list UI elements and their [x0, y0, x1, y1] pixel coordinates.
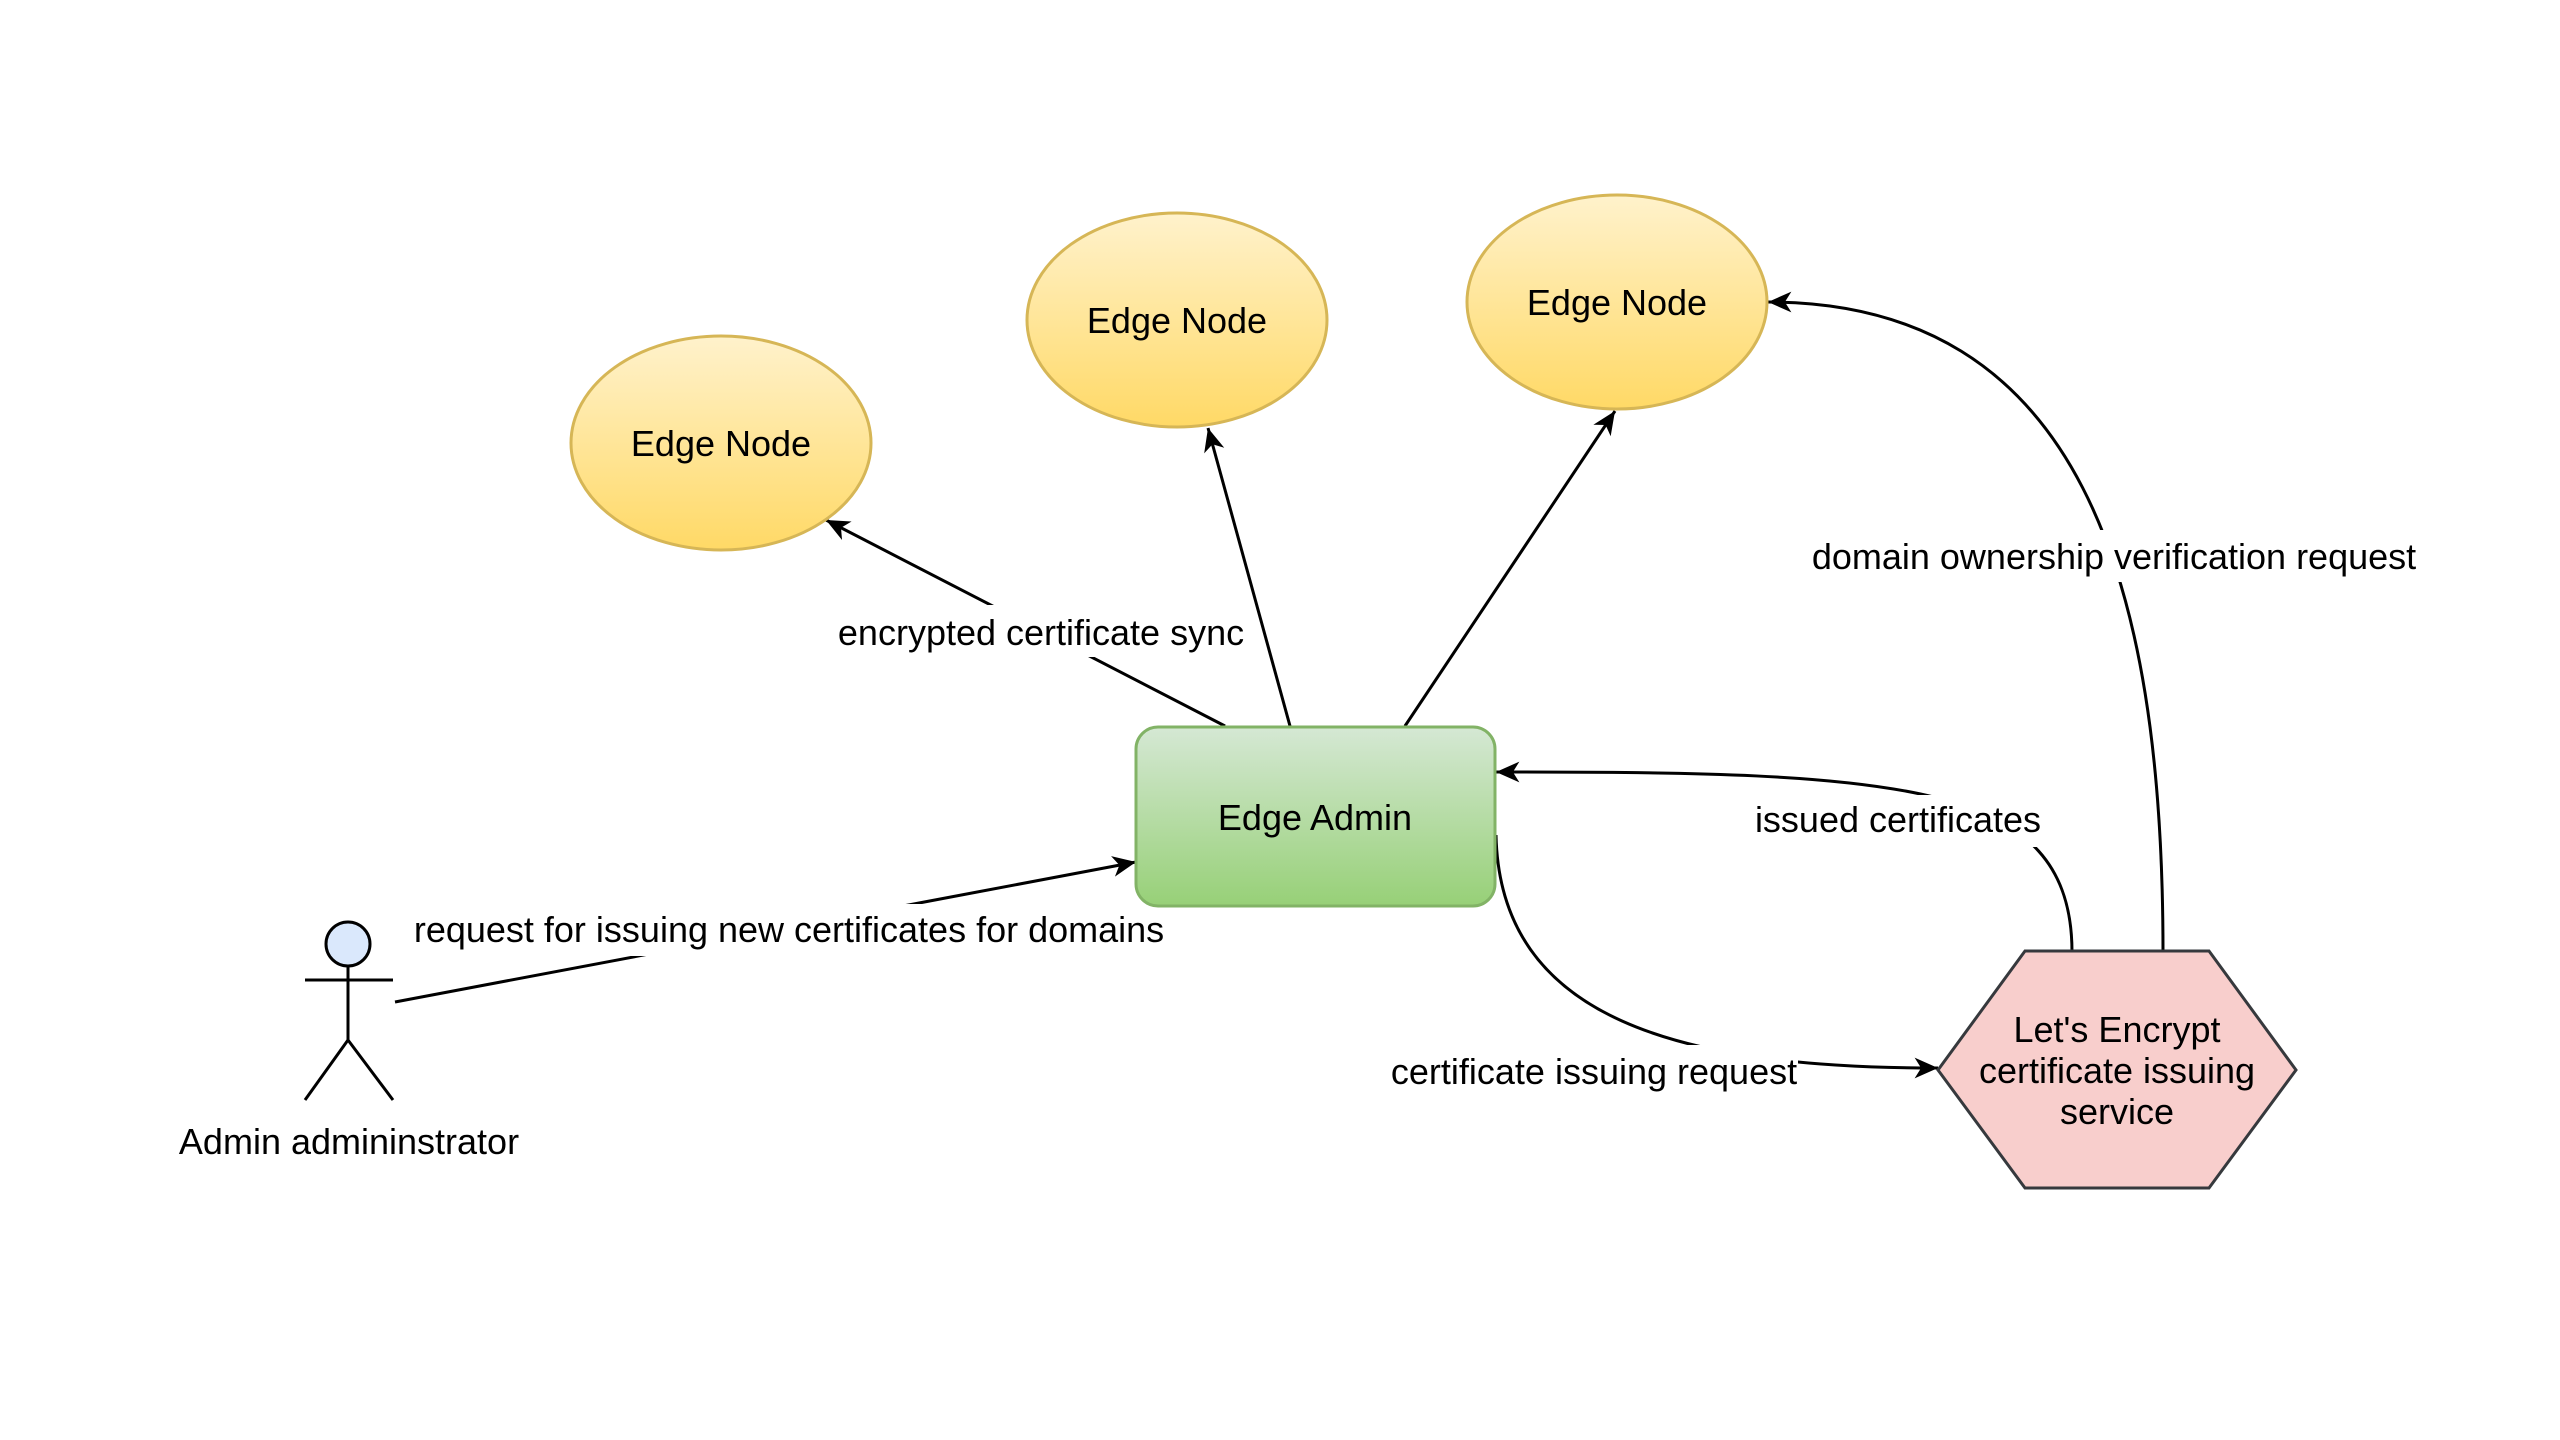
edge-issuing-request — [1494, 834, 1939, 1079]
edge-node-3-label: Edge Node — [1527, 282, 1707, 323]
lets-encrypt-label-line-2: certificate issuing — [1979, 1050, 2255, 1091]
actor-head — [324, 920, 372, 968]
actor-left-leg — [303, 1039, 350, 1101]
actor-label: Admin admininstrator — [179, 1121, 519, 1162]
edge-node-2-label: Edge Node — [1087, 300, 1267, 341]
lets-encrypt-node[interactable]: Let's Encrypt certificate issuing servic… — [1936, 949, 2298, 1190]
edge-node-1-label: Edge Node — [631, 423, 811, 464]
svg-text:request for issuing new certif: request for issuing new certificates for… — [414, 909, 1164, 950]
svg-text:certificate issuing request: certificate issuing request — [1391, 1051, 1797, 1092]
edge-sync-node-3 — [1403, 410, 1617, 727]
lets-encrypt-label-line-3: service — [2060, 1091, 2174, 1132]
edge-admin-label: Edge Admin — [1218, 797, 1412, 838]
edge-label-sync: encrypted certificate sync — [836, 605, 1246, 657]
edge-verification — [1767, 291, 2165, 953]
svg-text:issued certificates: issued certificates — [1755, 799, 2041, 840]
edge-label-verification: domain ownership verification request — [1810, 530, 2416, 582]
lets-encrypt-label-line-1: Let's Encrypt — [2014, 1009, 2221, 1050]
edge-sync-node-2 — [1204, 427, 1292, 727]
edge-node-1[interactable]: Edge Node — [569, 334, 873, 552]
edge-label-issuing-request: certificate issuing request — [1388, 1045, 1798, 1097]
edge-node-3[interactable]: Edge Node — [1465, 193, 1769, 411]
svg-text:domain ownership verification: domain ownership verification request — [1812, 536, 2416, 577]
actor-right-leg — [346, 1039, 395, 1101]
edge-node-2[interactable]: Edge Node — [1025, 211, 1329, 429]
svg-text:encrypted certificate sync: encrypted certificate sync — [838, 612, 1244, 653]
edge-label-request: request for issuing new certificates for… — [412, 904, 1166, 956]
edge-label-issued-certificates: issued certificates — [1752, 795, 2052, 847]
edge-admin-node[interactable]: Edge Admin — [1134, 725, 1497, 908]
actor-stick-figure[interactable]: Admin admininstrator — [179, 920, 519, 1162]
